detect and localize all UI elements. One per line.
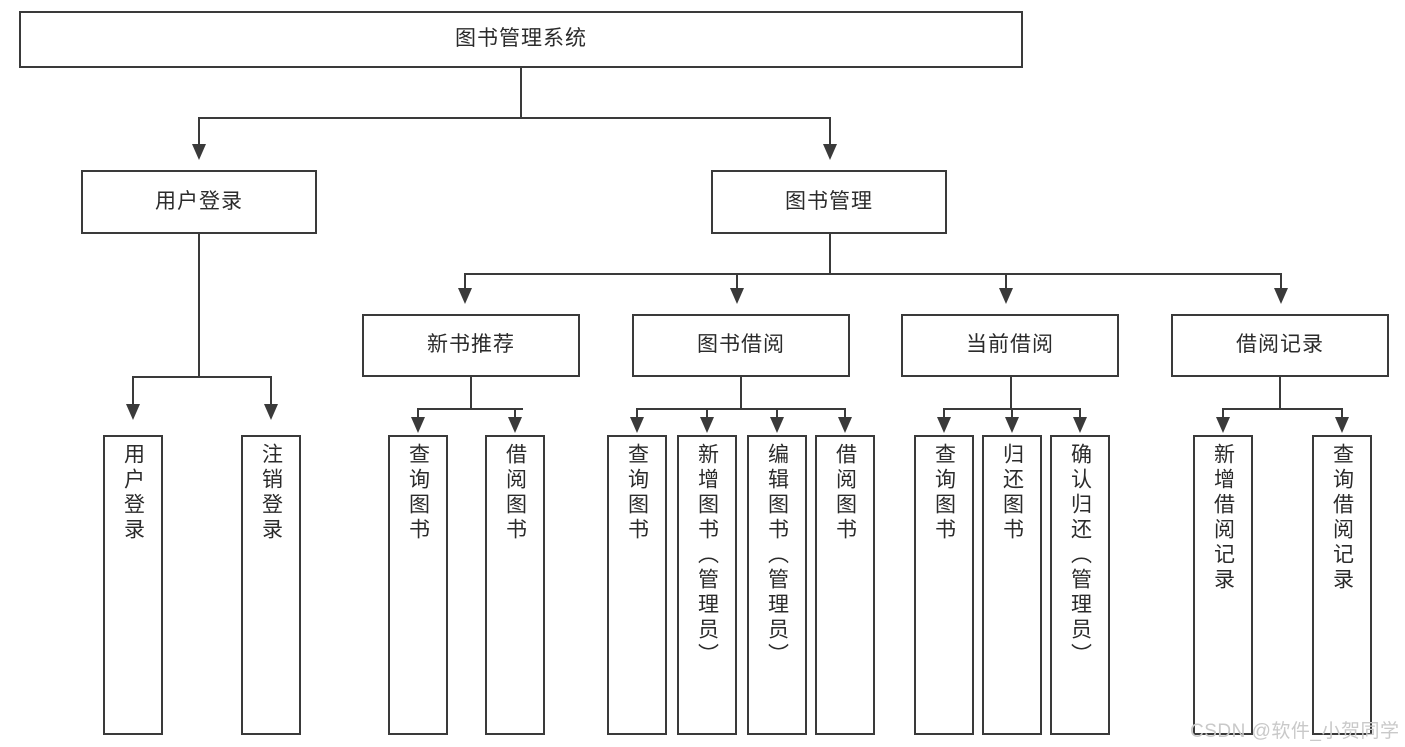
connector-br-drop-1 [1222, 408, 1224, 418]
leaf-query-record[interactable]: 查询借阅记录 [1312, 435, 1372, 735]
connector-cb-stem [1010, 377, 1012, 408]
leaf-return-book[interactable]: 归还图书 [982, 435, 1042, 735]
arrow-to-leaf-add-record [1216, 417, 1230, 433]
node-root-label: 图书管理系统 [455, 27, 587, 51]
connector-book-management-bus [464, 273, 1281, 275]
node-book-borrow-label: 图书借阅 [697, 333, 785, 357]
leaf-user-login[interactable]: 用户登录 [103, 435, 163, 735]
leaf-edit-book[interactable]: 编辑图书（管理员） [747, 435, 807, 735]
connector-user-login-stem [198, 234, 200, 376]
leaf-add-book[interactable]: 新增图书（管理员） [677, 435, 737, 735]
arrow-to-leaf-user-logout [264, 404, 278, 420]
node-root[interactable]: 图书管理系统 [19, 11, 1023, 68]
arrow-to-leaf-return-book [1005, 417, 1019, 433]
node-user-login-label: 用户登录 [155, 189, 243, 213]
leaf-query-book-2-label: 查询图书 [625, 443, 649, 543]
connector-root-bus [198, 117, 830, 119]
connector-nbr-drop-1 [417, 408, 419, 418]
connector-bb-drop-2 [706, 408, 708, 418]
arrow-to-leaf-edit-book [770, 417, 784, 433]
connector-bb-drop-1 [636, 408, 638, 418]
leaf-query-book-2[interactable]: 查询图书 [607, 435, 667, 735]
leaf-query-book-3[interactable]: 查询图书 [914, 435, 974, 735]
arrow-to-leaf-query-book-3 [937, 417, 951, 433]
arrow-to-new-book-recommend [458, 288, 472, 304]
leaf-user-logout-label: 注销登录 [259, 443, 283, 543]
connector-bm-drop-3 [1005, 273, 1007, 289]
connector-br-drop-2 [1341, 408, 1343, 418]
connector-bb-stem [740, 377, 742, 408]
arrow-to-leaf-query-book-1 [411, 417, 425, 433]
arrow-to-book-management [823, 144, 837, 160]
connector-bm-drop-1 [464, 273, 466, 289]
node-user-login[interactable]: 用户登录 [81, 170, 317, 234]
arrow-to-borrow-record [1274, 288, 1288, 304]
node-new-book-recommend-label: 新书推荐 [427, 333, 515, 357]
arrow-to-leaf-borrow-book-1 [508, 417, 522, 433]
connector-root-drop-left [198, 117, 200, 145]
leaf-query-book-3-label: 查询图书 [932, 443, 956, 543]
node-borrow-record[interactable]: 借阅记录 [1171, 314, 1389, 377]
connector-nbr-drop-2 [514, 408, 516, 418]
leaf-add-book-label: 新增图书（管理员） [695, 443, 719, 668]
connector-user-login-drop-2 [270, 376, 272, 405]
node-book-management-label: 图书管理 [785, 189, 873, 213]
connector-cb-drop-1 [943, 408, 945, 418]
arrow-to-user-login [192, 144, 206, 160]
connector-br-bus [1222, 408, 1342, 410]
leaf-query-record-label: 查询借阅记录 [1330, 443, 1354, 593]
leaf-borrow-book-1-label: 借阅图书 [503, 443, 527, 543]
leaf-borrow-book-1[interactable]: 借阅图书 [485, 435, 545, 735]
connector-root-stem [520, 68, 522, 117]
arrow-to-leaf-user-login [126, 404, 140, 420]
arrow-to-leaf-confirm-return [1073, 417, 1087, 433]
node-book-management[interactable]: 图书管理 [711, 170, 947, 234]
connector-bm-drop-2 [736, 273, 738, 289]
connector-bb-bus [636, 408, 845, 410]
arrow-to-current-borrow [999, 288, 1013, 304]
connector-user-login-drop-1 [132, 376, 134, 405]
connector-user-login-bus [132, 376, 270, 378]
leaf-borrow-book-2-label: 借阅图书 [833, 443, 857, 543]
leaf-query-book-1[interactable]: 查询图书 [388, 435, 448, 735]
connector-br-stem [1279, 377, 1281, 408]
connector-book-management-stem [829, 234, 831, 273]
leaf-confirm-return-label: 确认归还（管理员） [1068, 443, 1092, 668]
node-book-borrow[interactable]: 图书借阅 [632, 314, 850, 377]
connector-nbr-bus [417, 408, 523, 410]
leaf-return-book-label: 归还图书 [1000, 443, 1024, 543]
connector-cb-drop-3 [1079, 408, 1081, 418]
connector-bm-drop-4 [1280, 273, 1282, 289]
node-new-book-recommend[interactable]: 新书推荐 [362, 314, 580, 377]
arrow-to-leaf-add-book [700, 417, 714, 433]
leaf-add-record-label: 新增借阅记录 [1211, 443, 1235, 593]
arrow-to-book-borrow [730, 288, 744, 304]
leaf-confirm-return[interactable]: 确认归还（管理员） [1050, 435, 1110, 735]
leaf-borrow-book-2[interactable]: 借阅图书 [815, 435, 875, 735]
node-current-borrow[interactable]: 当前借阅 [901, 314, 1119, 377]
connector-nbr-stem [470, 377, 472, 408]
connector-cb-drop-2 [1011, 408, 1013, 418]
leaf-edit-book-label: 编辑图书（管理员） [765, 443, 789, 668]
leaf-query-book-1-label: 查询图书 [406, 443, 430, 543]
watermark-text: CSDN @软件_小贺同学 [1190, 721, 1400, 742]
arrow-to-leaf-query-book-2 [630, 417, 644, 433]
leaf-user-logout[interactable]: 注销登录 [241, 435, 301, 735]
connector-root-drop-right [829, 117, 831, 145]
arrow-to-leaf-query-record [1335, 417, 1349, 433]
leaf-add-record[interactable]: 新增借阅记录 [1193, 435, 1253, 735]
arrow-to-leaf-borrow-book-2 [838, 417, 852, 433]
node-borrow-record-label: 借阅记录 [1236, 333, 1324, 357]
leaf-user-login-label: 用户登录 [121, 443, 145, 543]
node-current-borrow-label: 当前借阅 [966, 333, 1054, 357]
connector-bb-drop-4 [844, 408, 846, 418]
connector-bb-drop-3 [776, 408, 778, 418]
